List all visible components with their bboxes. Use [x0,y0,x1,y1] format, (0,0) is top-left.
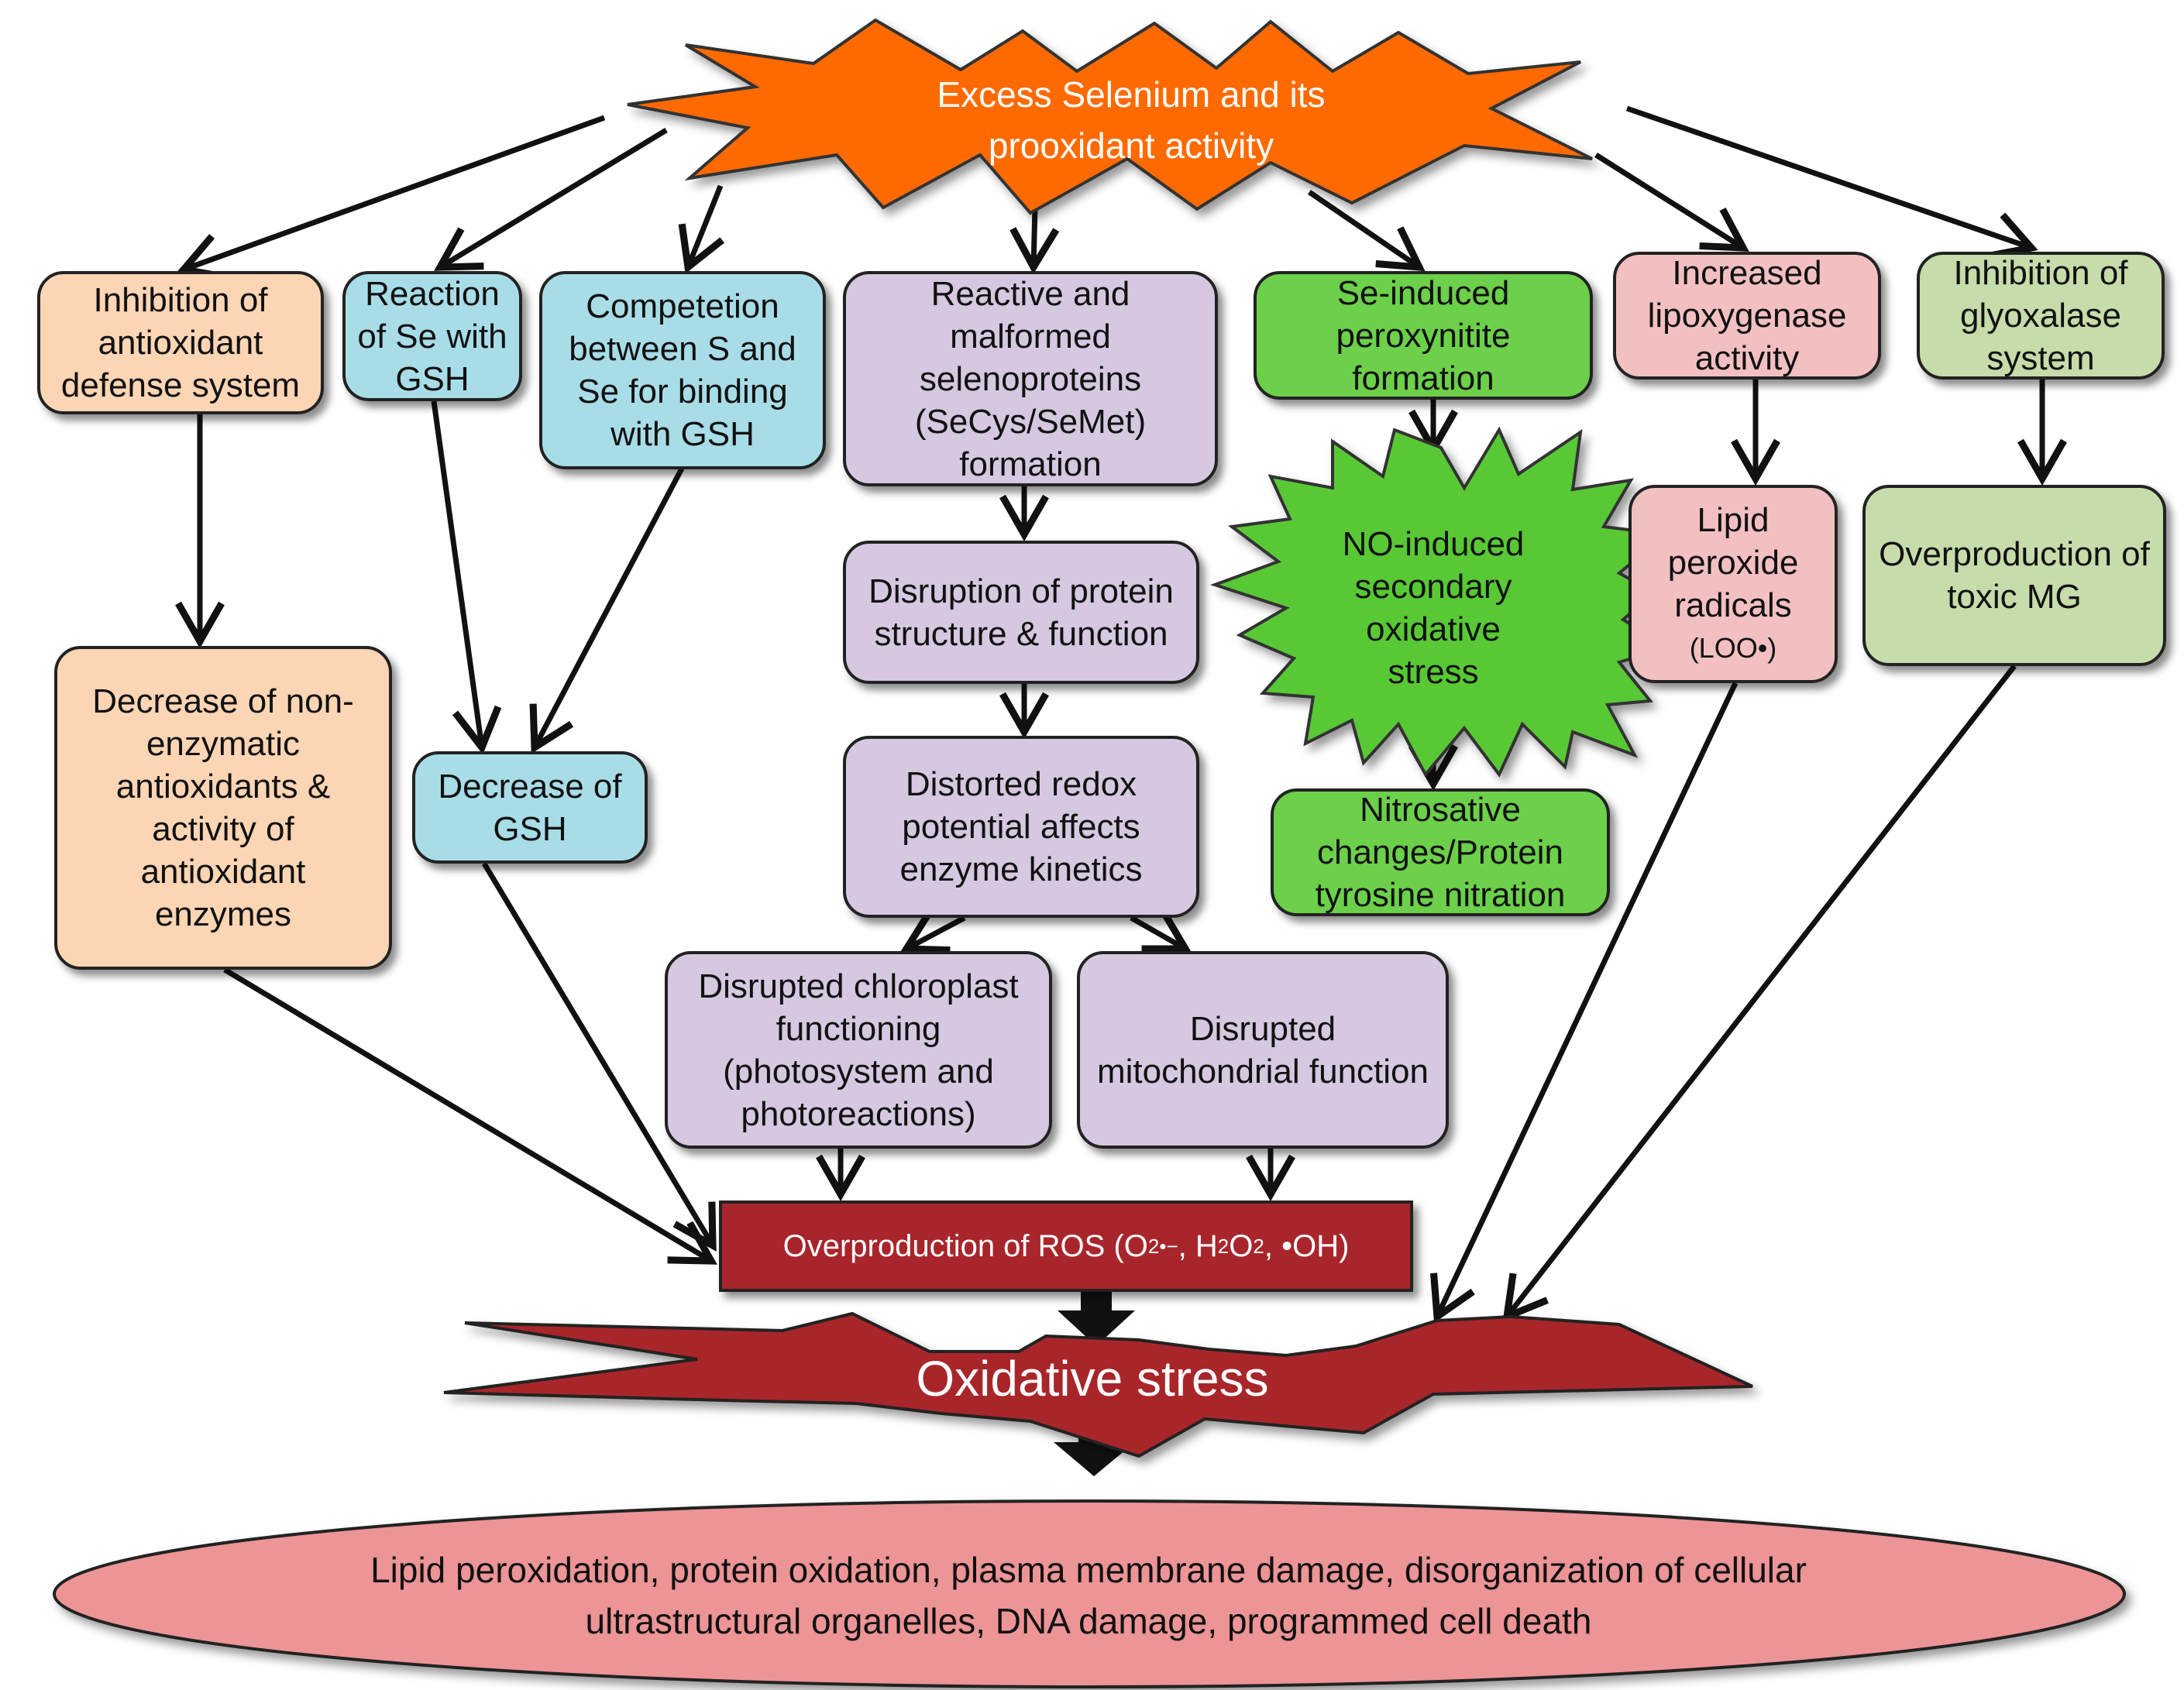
arrow-gsh-to-ros [481,862,717,1252]
oxidative-stress-label: Oxidative stress [916,1351,1269,1407]
arrow-reaction-to-gsh [431,400,502,755]
ros-h2o2-sub: 2 [1217,1234,1230,1258]
box-overproduction-mg: Overproduction of toxic MG [1862,485,2166,666]
lipid-peroxide-label: Lipid peroxide radicals [1667,501,1799,624]
ros-o2-sub: 2 [1147,1234,1160,1258]
arrow-top-to-competition [678,184,725,274]
arrow-nonenzymatic-to-ros [223,967,717,1265]
arrow-mg-to-oxidative [1502,664,2017,1323]
block-arrow-ros-to-stress [1058,1292,1135,1346]
no-burst-label: NO-induced secondary oxidative stress [1342,525,1525,691]
outcome-ellipse [53,1499,2126,1688]
arrow-top-to-lipoxygenase [1594,153,1749,252]
box-decrease-gsh: Decrease of GSH [412,751,648,864]
box-peroxynitrite: Se-induced peroxynitite formation [1254,271,1593,400]
box-chloroplast: Disrupted chloroplast functioning (photo… [665,951,1052,1149]
ros-oh: , •OH) [1264,1228,1350,1263]
box-glyoxalase: Inhibition of glyoxalase system [1917,252,2165,380]
arrow-top-to-inhibition [177,115,606,281]
box-protein-disruption: Disruption of protein structure & functi… [843,541,1199,684]
arrow-top-to-peroxynitrite [1308,190,1426,272]
top-burst-shape [627,18,1593,215]
box-mitochondrial: Disrupted mitochondrial function [1077,951,1449,1149]
box-redox: Distorted redox potential affects enzyme… [843,736,1199,918]
arrow-lipid-to-oxidative [1429,682,1739,1324]
ros-h2o2-o: O [1229,1228,1254,1263]
ros-h2o2-sub2: 2 [1253,1234,1264,1258]
ros-o2-sup: •− [1159,1234,1178,1258]
box-decrease-nonenzymatic: Decrease of non- enzymatic antioxidants … [54,646,392,970]
box-lipid-peroxide: Lipid peroxide radicals (LOO•) [1629,485,1838,683]
arrow-top-to-selenoproteins [1009,204,1060,275]
lipid-peroxide-formula: (LOO•) [1689,632,1777,664]
box-reaction-se-gsh: Reaction of Se with GSH [342,271,522,401]
arrow-competition-to-gsh [529,467,685,754]
box-lipoxygenase: Increased lipoxygenase activity [1613,252,1881,380]
arrow-top-to-glyoxalase [1625,105,2038,259]
arrow-top-to-reaction [434,128,668,271]
arrow-redox-to-chloroplast [899,909,966,954]
block-arrow-stress-to-outcome [1054,1425,1135,1476]
box-selenoproteins: Reactive and malformed selenoproteins (S… [843,271,1218,486]
box-inhibition-antioxidant: Inhibition of antioxidant defense system [37,271,324,414]
oxidative-stress-shape [443,1311,1753,1458]
no-burst-shape [1209,426,1673,778]
box-competition: Competetion between S and Se for binding… [539,271,826,469]
outcome-label: Lipid peroxidation, protein oxidation, p… [370,1550,1807,1641]
top-burst-label: Excess Selenium and its prooxidant activ… [937,74,1326,166]
box-nitrosative: Nitrosative changes/Protein tyrosine nit… [1271,788,1610,916]
ros-label: Overproduction of ROS (O [782,1228,1148,1263]
arrow-redox-to-mito [1130,909,1192,953]
ros-h2o2-h: , H [1178,1228,1218,1263]
